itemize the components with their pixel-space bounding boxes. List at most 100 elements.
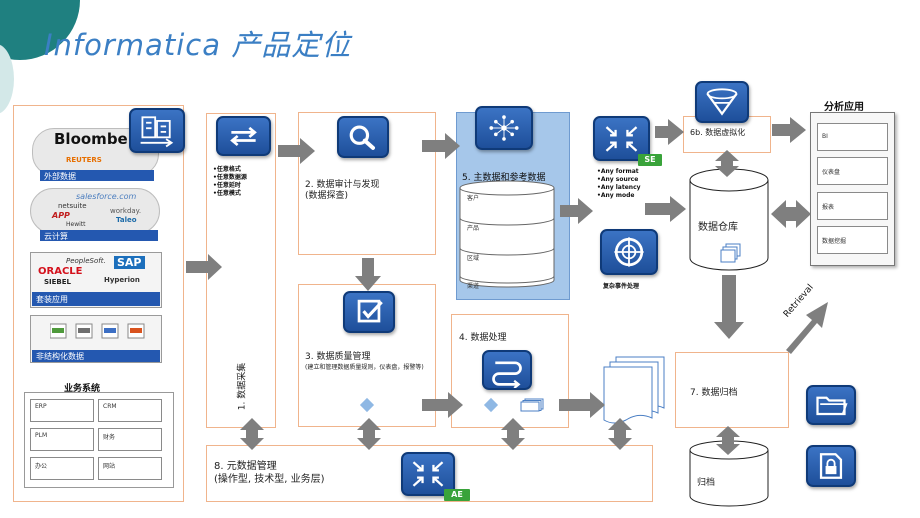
archive-folder-tile [806, 385, 856, 425]
business-system-plm: PLM [30, 428, 94, 451]
salesforce-logo: salesforce.com [76, 192, 137, 201]
arrow-metadata-processing [501, 418, 525, 450]
audit-caption-title: 2. 数据审计与发现 [305, 180, 380, 190]
output-documents-icon [603, 356, 665, 424]
sap-logo: SAP [114, 256, 145, 269]
se-bullet-source: •Any source [597, 176, 639, 183]
se-bullet-format: •Any format [597, 168, 639, 175]
archive-caption: 7. 数据归档 [690, 388, 738, 398]
decor-light-circle [0, 44, 14, 114]
arrow-retrieval [786, 302, 828, 354]
virtualization-caption: 6b. 数据虚拟化 [690, 128, 746, 137]
acquisition-bullet-source: •任意数据源 [213, 174, 247, 181]
documents-icon [49, 323, 145, 339]
analytics-item-reports: 报表 [817, 192, 888, 220]
magnifier-icon [349, 125, 375, 150]
arrows-inward-icon [605, 126, 638, 152]
processing-caption: 4. 数据处理 [459, 333, 507, 343]
se-bullets: •Any format •Any source •Any latency •An… [597, 168, 641, 200]
se-bullet-mode: •Any mode [597, 192, 635, 199]
source-integration-tile [129, 108, 185, 153]
archive-panel [675, 352, 789, 428]
arrow-warehouse-analytics [771, 200, 811, 228]
building-grid-icon [140, 116, 174, 148]
packaged-apps-label: 套装应用 [32, 292, 160, 306]
mdm-caption: 5. 主数据和参考数据 [462, 173, 546, 183]
analytics-title: 分析应用 [824, 102, 864, 113]
business-systems-box [24, 392, 174, 488]
acquisition-bullets: •任意格式 •任意数据源 •任意延时 •任意模式 [213, 166, 247, 198]
archive-lock-tile [806, 445, 856, 487]
audit-caption: 2. 数据审计与发现 (数据探查) [305, 180, 379, 203]
network-hub-icon [489, 115, 519, 141]
arrow-se-to-warehouse [645, 196, 686, 222]
oracle-logo: ORACLE [38, 266, 83, 277]
arrow-acquisition-to-audit [278, 138, 315, 164]
business-system-crm: CRM [98, 399, 162, 422]
se-badge: SE [638, 154, 662, 166]
processing-pages-icon [520, 398, 544, 412]
metadata-caption-title: 8. 元数据管理 [214, 461, 277, 472]
business-system-office: 办公 [30, 457, 94, 480]
process-flow-icon [492, 361, 522, 388]
arrow-quality-to-processing [422, 392, 463, 418]
arrow-audit-to-mdm [422, 133, 460, 159]
virtual-database-icon [706, 88, 738, 116]
cep-caption: 复杂事件处理 [603, 283, 640, 290]
bloomberg-logo: Bloomberg [54, 130, 146, 148]
hewitt-logo: Hewitt [66, 221, 86, 228]
metadata-caption-subtitle: (操作型, 技术型, 业务层) [214, 473, 325, 485]
arrow-audit-to-quality [355, 258, 381, 291]
analytics-item-data-mining: 数据挖掘 [817, 226, 888, 254]
arrow-metadata-acquisition [240, 418, 264, 450]
folder-icon [816, 396, 848, 416]
se-bullet-latency: •Any latency [597, 184, 641, 191]
audit-caption-subtitle: (数据探查) [305, 191, 349, 202]
arrow-sources-to-acquisition [186, 254, 222, 280]
quality-caption: 3. 数据质量管理 (建立和管理数据质量规则，仪表盘，报警等) [305, 352, 435, 372]
warehouse-cylinder [689, 168, 769, 271]
audit-tile [337, 116, 389, 158]
mdm-item-product: 产品 [467, 225, 480, 232]
mdm-item-customer: 客户 [467, 195, 480, 202]
analytics-item-dashboard: 仪表盘 [817, 157, 888, 185]
arrow-virtualization-to-analytics [772, 117, 806, 143]
cloud-computing-label: 云计算 [40, 230, 158, 241]
metadata-caption: 8. 元数据管理 (操作型, 技术型, 业务层) [214, 461, 325, 486]
globe-target-icon [614, 237, 644, 267]
virtualization-tile [695, 81, 749, 123]
page-title: Informatica 产品定位 [44, 28, 352, 62]
doc-icons-row [49, 322, 146, 340]
mdm-tile [475, 106, 533, 150]
netsuite-logo: netsuite [58, 202, 87, 210]
arrows-inward-icon [412, 461, 444, 487]
quality-tile [343, 291, 395, 333]
mdm-cylinder-stack [459, 180, 555, 288]
external-data-label: 外部数据 [40, 170, 154, 181]
acquisition-bullet-format: •任意格式 [213, 166, 241, 173]
taleo-logo: Taleo [116, 216, 137, 224]
arrow-warehouse-to-archive [714, 275, 744, 339]
business-system-erp: ERP [30, 399, 94, 422]
app-logo: APP [52, 211, 70, 220]
hyperion-logo: Hyperion [104, 276, 140, 284]
quality-caption-subtitle: (建立和管理数据质量规则，仪表盘，报警等) [305, 364, 424, 372]
unstructured-label: 非结构化数据 [32, 350, 160, 362]
metadata-badge: AE [444, 489, 470, 501]
acquisition-tile [216, 116, 271, 156]
workday-logo: workday. [110, 207, 142, 215]
arrow-archive-cylinder [716, 426, 740, 455]
archive-cylinder-label: 归档 [697, 478, 716, 488]
exchange-arrows-icon [230, 126, 257, 147]
warehouse-pages-icon [720, 243, 741, 263]
processing-tile [482, 350, 532, 390]
mdm-item-channel: 渠道 [467, 283, 480, 290]
arrow-mdm-to-se [560, 198, 593, 224]
business-system-website: 网站 [98, 457, 162, 480]
arrow-se-to-virtualization [655, 119, 684, 145]
mdm-item-region: 区域 [467, 255, 480, 262]
peoplesoft-logo: PeopleSoft. [66, 257, 106, 265]
arrow-processing-to-documents [559, 392, 605, 418]
arrow-virtualization-warehouse [715, 150, 739, 177]
checkbox-icon [357, 299, 383, 323]
